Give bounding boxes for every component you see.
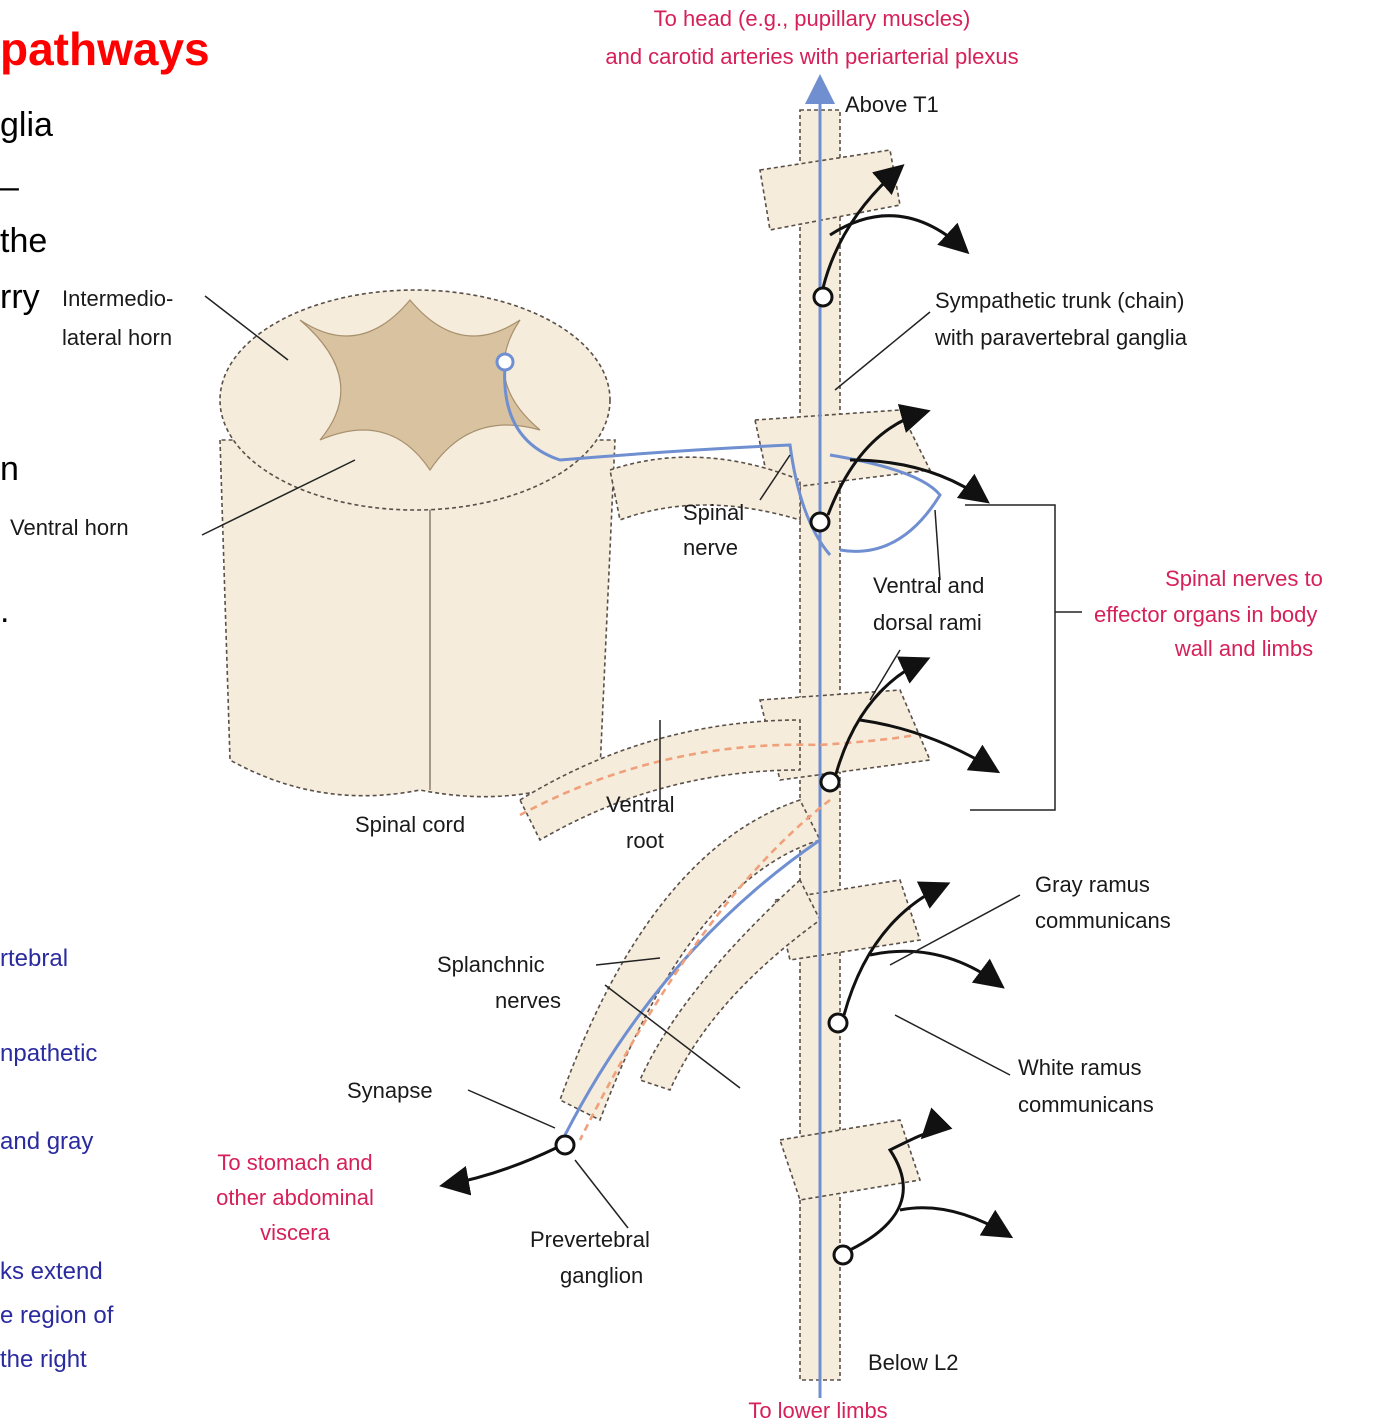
label-prevertebral-ganglion: ganglion — [560, 1263, 643, 1288]
spinal-cord — [220, 290, 615, 797]
label-sympathetic-trunk: with paravertebral ganglia — [934, 325, 1188, 350]
label-intermediolateral-horn: Intermedio- — [62, 286, 173, 311]
label-to-stomach: other abdominal — [216, 1185, 374, 1210]
label-effector-organs: effector organs in body — [1094, 602, 1317, 627]
label-spinal-nerve: nerve — [683, 535, 738, 560]
label-to-head: To head (e.g., pupillary muscles) — [654, 6, 971, 31]
label-ventral-dorsal-rami: Ventral and — [873, 573, 984, 598]
leader-line — [468, 1090, 555, 1128]
label-splanchnic-nerves: Splanchnic — [437, 952, 545, 977]
label-carotid: and carotid arteries with periarterial p… — [605, 44, 1018, 69]
label-to-lower-limbs: To lower limbs — [748, 1398, 887, 1423]
label-to-stomach: viscera — [260, 1220, 330, 1245]
label-ventral-root: root — [626, 828, 664, 853]
label-ventral-horn: Ventral horn — [10, 515, 129, 540]
label-prevertebral-ganglion: Prevertebral — [530, 1227, 650, 1252]
leader-line — [575, 1160, 628, 1228]
preganglionic-cell-body — [497, 354, 513, 370]
label-white-ramus: communicans — [1018, 1092, 1154, 1117]
prevertebral-ganglion — [445, 1136, 574, 1185]
label-to-stomach: To stomach and — [217, 1150, 372, 1175]
label-gray-ramus: communicans — [1035, 908, 1171, 933]
label-intermediolateral-horn: lateral horn — [62, 325, 172, 350]
leader-line — [895, 1015, 1010, 1075]
label-white-ramus: White ramus — [1018, 1055, 1141, 1080]
label-effector-organs: Spinal nerves to — [1165, 566, 1323, 591]
label-below-l2: Below L2 — [868, 1350, 959, 1375]
label-ventral-dorsal-rami: dorsal rami — [873, 610, 982, 635]
label-spinal-cord: Spinal cord — [355, 812, 465, 837]
label-spinal-nerve: Spinal — [683, 500, 744, 525]
label-splanchnic-nerves: nerves — [495, 988, 561, 1013]
label-above-t1: Above T1 — [845, 92, 939, 117]
leader-line — [935, 510, 940, 580]
label-effector-organs: wall and limbs — [1174, 636, 1313, 661]
leader-line — [835, 312, 930, 390]
label-sympathetic-trunk: Sympathetic trunk (chain) — [935, 288, 1184, 313]
label-ventral-root: Ventral — [606, 792, 675, 817]
label-synapse: Synapse — [347, 1078, 433, 1103]
label-gray-ramus: Gray ramus — [1035, 872, 1150, 897]
